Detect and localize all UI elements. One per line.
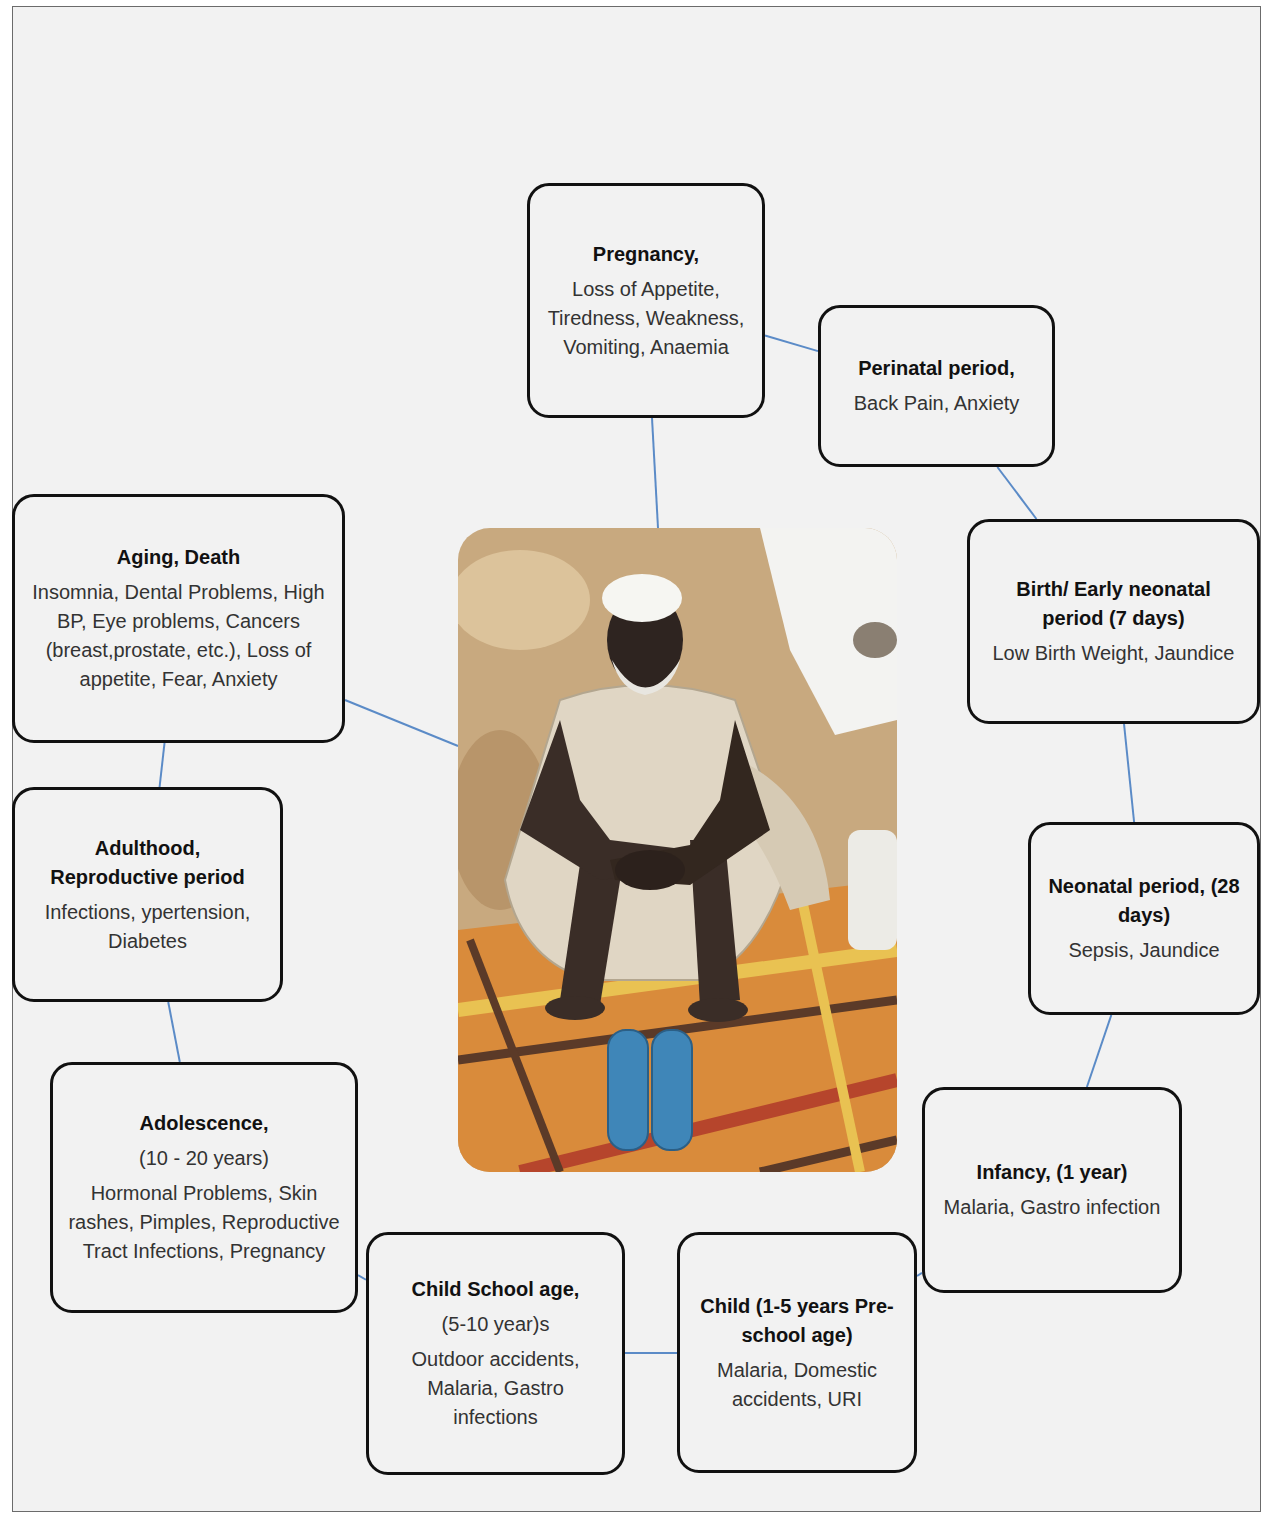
sandal bbox=[608, 1030, 648, 1150]
connector-line bbox=[160, 743, 165, 787]
stage-heading: Adulthood, Reproductive period bbox=[29, 834, 266, 892]
stage-heading: Pregnancy, bbox=[544, 240, 748, 269]
pot bbox=[853, 622, 897, 658]
condition-list: Hormonal Problems, Skin rashes, Pimples,… bbox=[67, 1179, 341, 1266]
cap bbox=[602, 574, 682, 622]
person-edge bbox=[848, 830, 897, 950]
life-stage-box: Adulthood, Reproductive periodInfections… bbox=[12, 787, 283, 1002]
connector-line bbox=[168, 1002, 180, 1062]
leader-line bbox=[652, 418, 658, 528]
stage-heading: Neonatal period, (28 days) bbox=[1045, 872, 1243, 930]
photo bbox=[458, 528, 897, 1172]
foot bbox=[688, 998, 748, 1022]
condition-list: Back Pain, Anxiety bbox=[835, 389, 1038, 418]
condition-list: Low Birth Weight, Jaundice bbox=[984, 639, 1243, 668]
condition-list: Outdoor accidents, Malaria, Gastro infec… bbox=[383, 1345, 608, 1432]
condition-list: Infections, ypertension, Diabetes bbox=[29, 898, 266, 956]
stage-heading: Aging, Death bbox=[29, 543, 328, 572]
mat-stripe bbox=[760, 1140, 897, 1172]
condition-list: Insomnia, Dental Problems, High BP, Eye … bbox=[29, 578, 328, 694]
hands bbox=[615, 850, 685, 890]
condition-list: Malaria, Domestic accidents, URI bbox=[694, 1356, 900, 1414]
stage-heading: Child School age, bbox=[383, 1275, 608, 1304]
leader-line bbox=[345, 700, 458, 746]
life-stage-box: Neonatal period, (28 days) Sepsis, Jaundi… bbox=[1028, 822, 1260, 1015]
connector-line bbox=[1124, 724, 1134, 822]
condition-list: Sepsis, Jaundice bbox=[1045, 936, 1243, 965]
sandal bbox=[652, 1030, 692, 1150]
condition-list: Loss of Appetite, Tiredness, Weakness, V… bbox=[544, 275, 748, 362]
connector-line bbox=[358, 1275, 366, 1280]
stage-heading: Birth/ Early neonatal period (7 days) bbox=[984, 575, 1243, 633]
robe bbox=[505, 685, 790, 980]
age-range: (5-10 year)s bbox=[383, 1310, 608, 1339]
ground-patch bbox=[458, 550, 590, 650]
connector-line bbox=[625, 1352, 677, 1354]
life-stage-box: Child School age, (5-10 year)sOutdoor acc… bbox=[366, 1232, 625, 1475]
beard bbox=[612, 660, 680, 695]
life-stage-box: Infancy, (1 year) Malaria, Gastro infecti… bbox=[922, 1087, 1182, 1293]
life-stage-box: Aging, DeathInsomnia, Dental Problems, H… bbox=[12, 494, 345, 743]
life-stage-box: Adolescence, (10 - 20 years) Hormonal Prob… bbox=[50, 1062, 358, 1313]
condition-list: Malaria, Gastro infection bbox=[939, 1193, 1165, 1222]
white-cloth bbox=[760, 528, 897, 735]
stage-heading: Child (1-5 years Pre-school age) bbox=[694, 1292, 900, 1350]
connector-line bbox=[1087, 1015, 1111, 1087]
stage-heading: Infancy, (1 year) bbox=[939, 1158, 1165, 1187]
life-stage-box: Pregnancy, Loss of Appetite, Tiredness, W… bbox=[527, 183, 765, 418]
stage-heading: Adolescence, bbox=[67, 1109, 341, 1138]
life-stage-box: Birth/ Early neonatal period (7 days) Low… bbox=[967, 519, 1260, 724]
age-range: (10 - 20 years) bbox=[67, 1144, 341, 1173]
life-stage-box: Perinatal period, Back Pain, Anxiety bbox=[818, 305, 1055, 467]
connector-line bbox=[997, 467, 1036, 519]
foot bbox=[545, 996, 605, 1020]
mat-stripe bbox=[470, 940, 560, 1172]
life-stage-box: Child (1-5 years Pre-school age) Malaria,… bbox=[677, 1232, 917, 1473]
stage-heading: Perinatal period, bbox=[835, 354, 1038, 383]
connector-line bbox=[765, 336, 818, 352]
